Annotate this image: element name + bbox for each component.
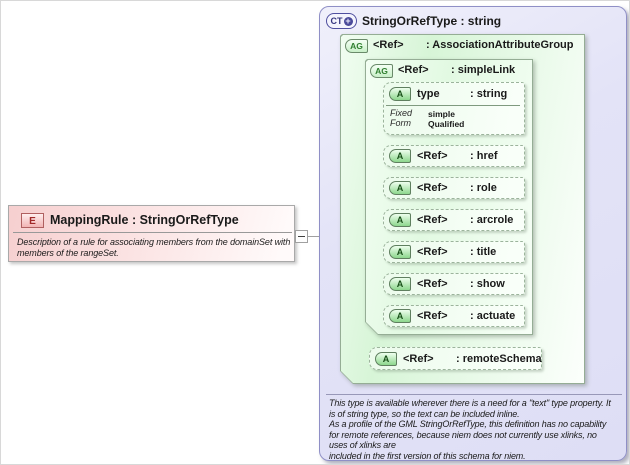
complex-type-badge-icon: CT + xyxy=(326,13,357,29)
attribute-name: <Ref> xyxy=(417,246,448,258)
attribute-name: type xyxy=(417,88,440,100)
element-node-mappingrule[interactable]: E MappingRule : StringOrRefType Descript… xyxy=(8,205,295,262)
documentation-text: This type is available wherever there is… xyxy=(329,398,611,461)
attribute-row-title[interactable]: A <Ref> : title xyxy=(383,241,525,263)
attribute-badge-icon: A xyxy=(375,352,397,366)
minus-icon xyxy=(298,236,305,237)
attribute-row-arcrole[interactable]: A <Ref> : arcrole xyxy=(383,209,525,231)
complex-type-badge-label: CT xyxy=(330,16,343,26)
attribute-badge-icon: A xyxy=(389,277,411,291)
attribute-type: : actuate xyxy=(470,310,516,322)
element-description: Description of a rule for associating me… xyxy=(17,237,291,258)
attribute-group-type: : simpleLink xyxy=(451,64,516,76)
attribute-row-remoteschema[interactable]: A <Ref> : remoteSchema xyxy=(369,347,542,370)
attribute-group-name: <Ref> xyxy=(398,64,429,76)
facet-separator xyxy=(386,105,520,106)
attribute-type: : role xyxy=(470,182,497,194)
attribute-type: : string xyxy=(470,88,508,100)
element-separator xyxy=(13,232,292,233)
attribute-row-role[interactable]: A <Ref> : role xyxy=(383,177,525,199)
complex-type-title: StringOrRefType : string xyxy=(362,14,502,28)
attribute-group-badge-icon: AG xyxy=(370,64,393,78)
attribute-row-show[interactable]: A <Ref> : show xyxy=(383,273,525,295)
attribute-row-type[interactable]: A type : string Fixed simple Form Qualif… xyxy=(383,82,525,135)
attribute-badge-icon: A xyxy=(389,87,411,101)
attribute-name: <Ref> xyxy=(417,278,448,290)
attribute-name: <Ref> xyxy=(403,353,434,365)
attribute-group-association[interactable]: AG <Ref> : AssociationAttributeGroup AG … xyxy=(340,34,585,384)
collapse-toggle[interactable] xyxy=(295,230,308,243)
attribute-type: : href xyxy=(470,150,498,162)
attribute-type: : arcrole xyxy=(470,214,514,226)
attribute-group-simplelink[interactable]: AG <Ref> : simpleLink A type : string Fi… xyxy=(365,59,533,335)
attribute-badge-icon: A xyxy=(389,309,411,323)
facet-label: Form xyxy=(390,118,411,128)
attribute-group-badge-icon: AG xyxy=(345,39,368,53)
documentation-separator xyxy=(326,394,622,395)
attribute-type: : show xyxy=(470,278,505,290)
attribute-badge-icon: A xyxy=(389,181,411,195)
facet-value: simple xyxy=(428,109,455,119)
facet-value: Qualified xyxy=(428,119,465,129)
attribute-row-actuate[interactable]: A <Ref> : actuate xyxy=(383,305,525,327)
expand-plus-icon[interactable]: + xyxy=(343,15,353,26)
complex-type-node-stringorreftype[interactable]: CT + StringOrRefType : string AG <Ref> :… xyxy=(319,6,627,461)
attribute-group-name: <Ref> xyxy=(373,39,404,51)
element-badge-icon: E xyxy=(21,213,44,228)
attribute-name: <Ref> xyxy=(417,150,448,162)
attribute-type: : remoteSchema xyxy=(456,353,542,365)
element-title: MappingRule : StringOrRefType xyxy=(50,213,239,227)
attribute-row-href[interactable]: A <Ref> : href xyxy=(383,145,525,167)
attribute-badge-icon: A xyxy=(389,213,411,227)
attribute-badge-icon: A xyxy=(389,149,411,163)
attribute-group-type: : AssociationAttributeGroup xyxy=(426,39,574,51)
attribute-type: : title xyxy=(470,246,497,258)
attribute-badge-icon: A xyxy=(389,245,411,259)
facet-label: Fixed xyxy=(390,108,413,118)
attribute-name: <Ref> xyxy=(417,214,448,226)
attribute-name: <Ref> xyxy=(417,182,448,194)
attribute-name: <Ref> xyxy=(417,310,448,322)
